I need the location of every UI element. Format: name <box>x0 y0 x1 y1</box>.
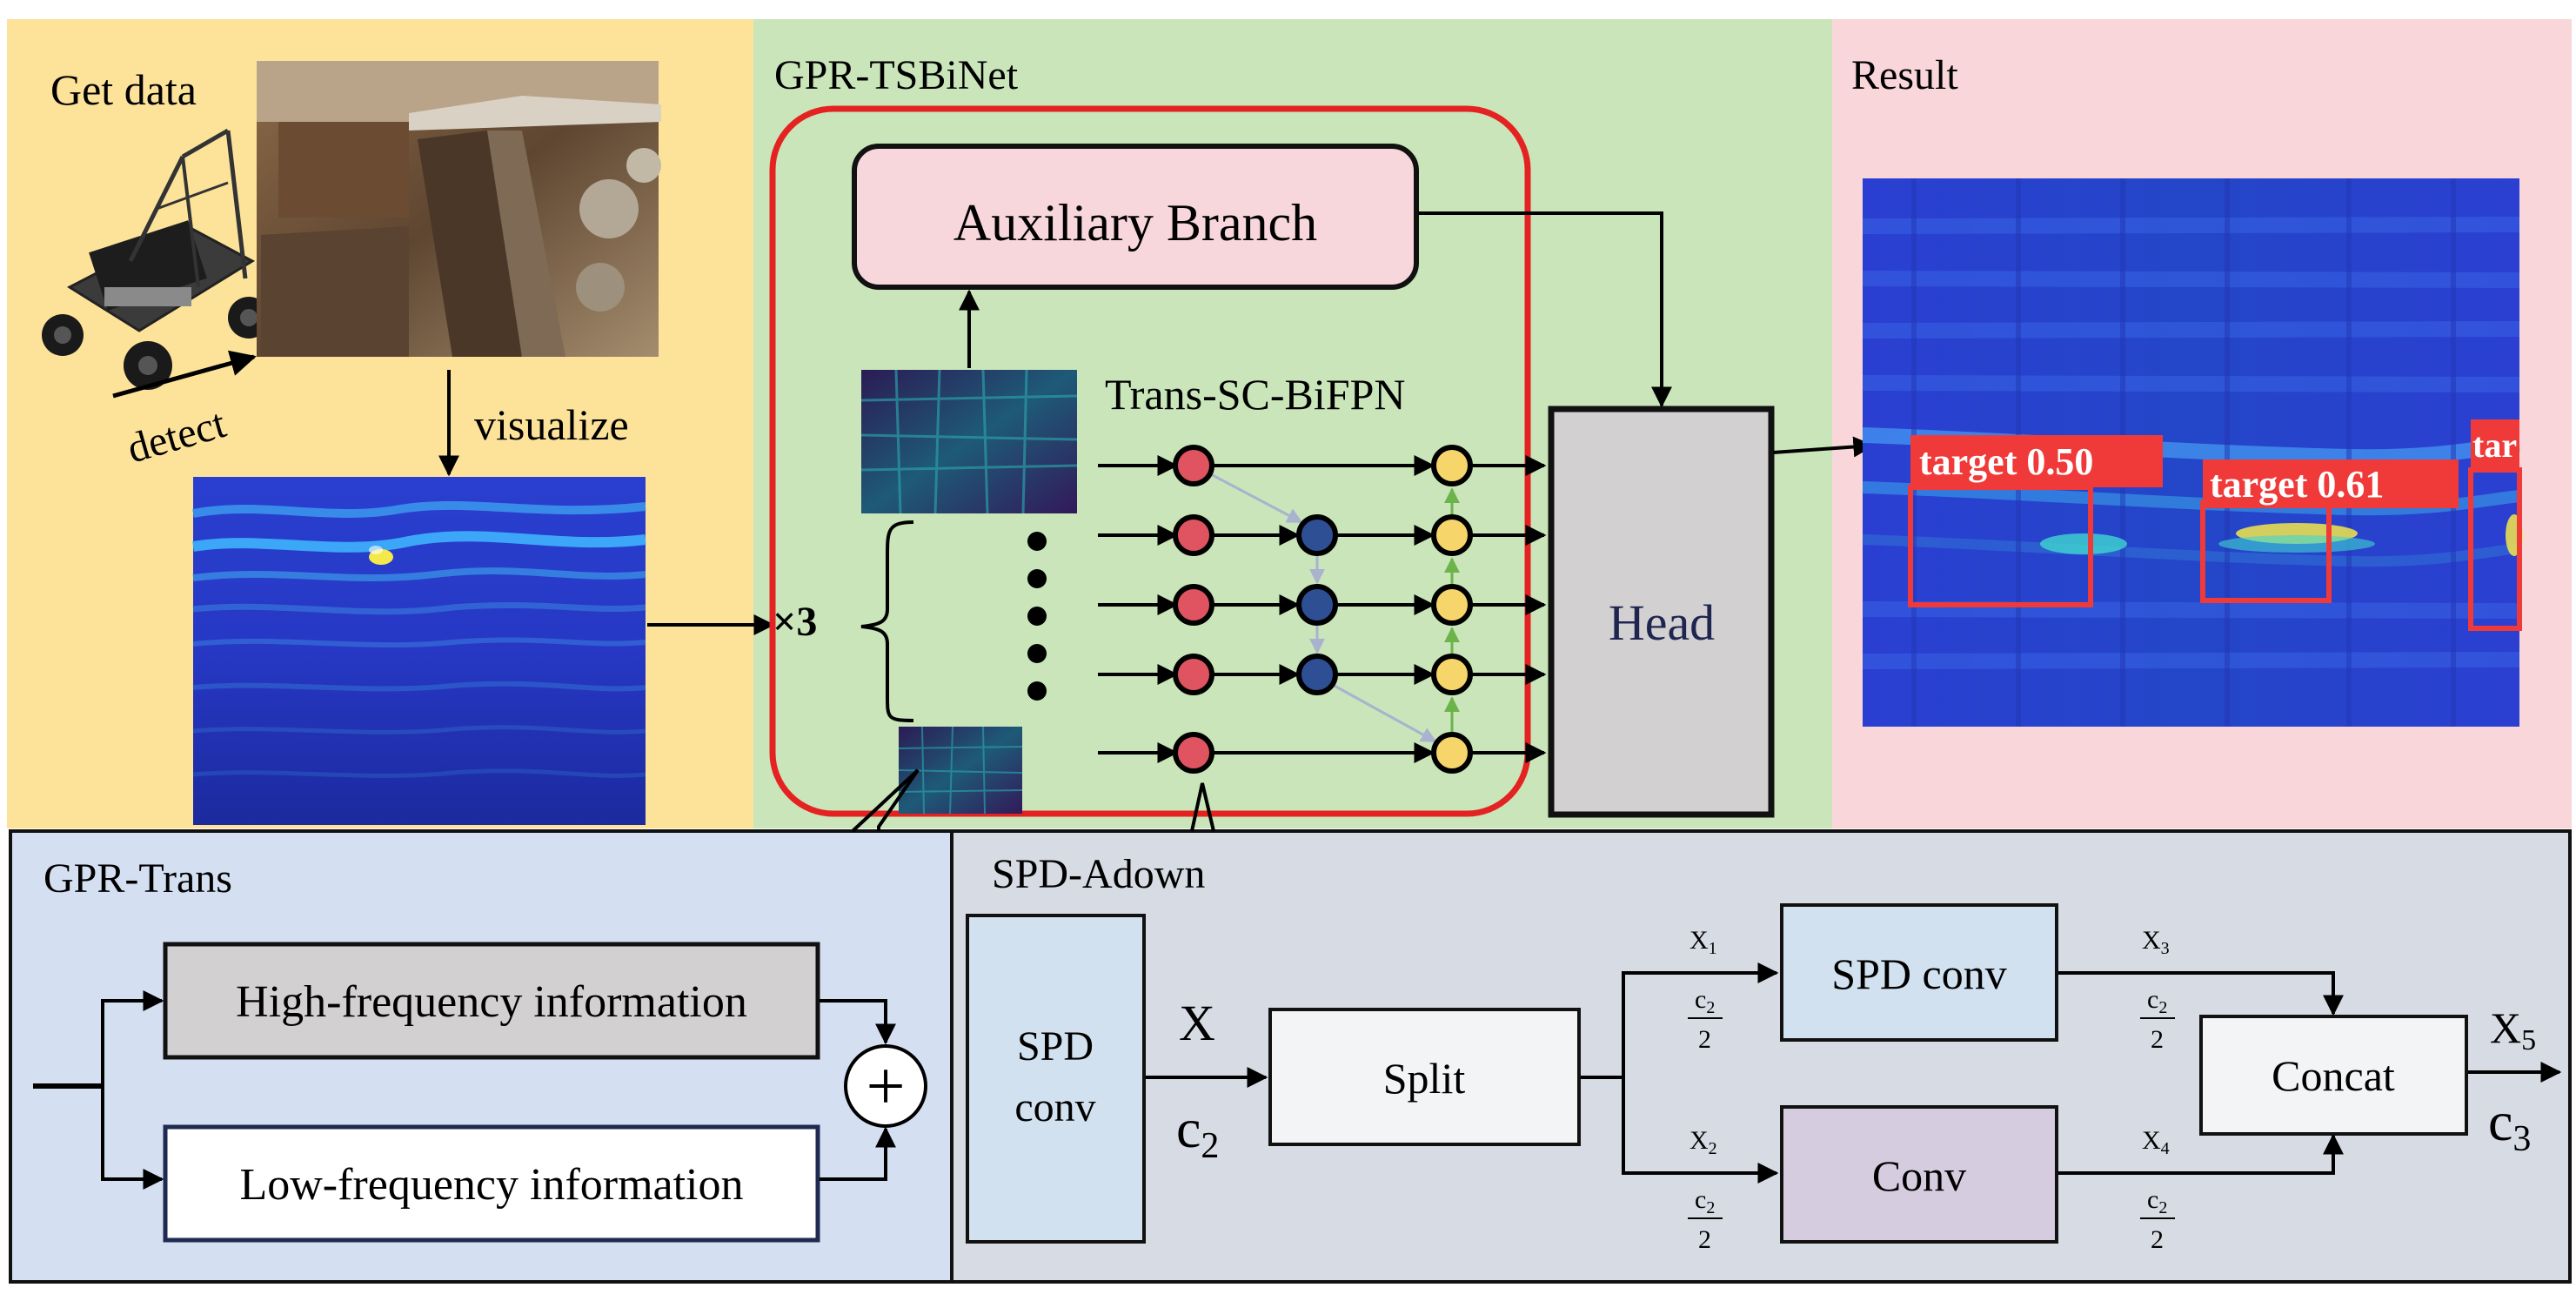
low-frequency-box <box>163 1124 820 1243</box>
sum-symbol: + <box>866 1049 905 1125</box>
fpn-label: Trans-SC-BiFPN <box>1105 370 1406 419</box>
high-frequency-label: High-frequency information <box>236 977 747 1027</box>
x2-frac-num: c2 <box>1695 1185 1715 1217</box>
x3-frac-num: c2 <box>2147 985 2167 1017</box>
split-box <box>1268 1008 1581 1146</box>
detect-arrow <box>112 350 257 399</box>
detection-label-2: target 0.61 <box>2210 463 2384 506</box>
x2-frac-den: 2 <box>1698 1225 1711 1254</box>
x1-frac-den: 2 <box>1698 1025 1711 1054</box>
callout-right <box>1190 782 1215 832</box>
gpr-trans-flow <box>33 990 896 1190</box>
x4-frac-den: 2 <box>2151 1225 2164 1254</box>
spd-conv-box <box>1780 903 2058 1042</box>
repeat-brace <box>860 520 914 722</box>
high-frequency-box <box>163 942 820 1060</box>
x2-label: X2 <box>1689 1126 1717 1158</box>
gpr-trans-title: GPR-Trans <box>43 855 232 902</box>
gpr-cart-image <box>42 128 270 390</box>
auxiliary-branch-label: Auxiliary Branch <box>953 194 1317 251</box>
conv-label: Conv <box>1872 1151 1966 1200</box>
head-to-result-arrow <box>1772 436 1875 458</box>
feature-map-top <box>860 369 1078 514</box>
spd-conv-left-line2: conv <box>1014 1084 1095 1130</box>
gpr-bscan-image <box>192 477 646 825</box>
x3-label: X3 <box>2142 926 2170 958</box>
split-branches <box>1581 962 1779 1184</box>
spd-conv-label: SPD conv <box>1831 949 2006 998</box>
detection-label-3: tar <box>2472 426 2517 465</box>
x-label: X <box>1179 995 1215 1051</box>
detection-label-1: target 0.50 <box>1919 440 2093 483</box>
aux-to-head-arrow <box>1418 211 1672 408</box>
repeat-label: ×3 <box>773 599 817 645</box>
x3-frac-den: 2 <box>2151 1025 2164 1054</box>
merge-arrows <box>2058 971 2344 1175</box>
network-title: GPR-TSBiNet <box>774 52 1019 98</box>
low-frequency-label: Low-frequency information <box>239 1160 743 1210</box>
trench-photo <box>257 61 661 357</box>
split-label: Split <box>1383 1054 1466 1103</box>
x4-label: X4 <box>2142 1126 2170 1158</box>
callout-left <box>851 768 920 833</box>
visualize-label: visualize <box>474 400 629 449</box>
x1-label: X1 <box>1689 926 1717 958</box>
conv-box <box>1780 1105 2058 1244</box>
concat-label: Concat <box>2272 1051 2395 1100</box>
spd-conv-left-box <box>966 914 1146 1244</box>
c2-label: c2 <box>1176 1097 1219 1166</box>
spd-conv-left-line1: SPD <box>1017 1023 1094 1070</box>
sum-icon <box>844 1044 927 1128</box>
detection-box-1: target 0.50 <box>1908 435 2163 607</box>
spd-adown-title: SPD-Adown <box>992 851 1205 897</box>
x4-frac-num: c2 <box>2147 1185 2167 1217</box>
bifpn-graph <box>1098 445 1547 774</box>
concat-box <box>2199 1015 2468 1136</box>
detection-box-3: tar <box>2468 419 2522 631</box>
head-box <box>1548 406 1775 818</box>
detection-box-2: target 0.61 <box>2200 459 2459 603</box>
x5-label: X5 <box>2490 1003 2536 1056</box>
get-data-label: Get data <box>50 65 197 114</box>
head-label: Head <box>1609 594 1715 651</box>
ellipsis-dots <box>1027 532 1047 701</box>
c3-label: c3 <box>2488 1090 2531 1159</box>
x1-frac-num: c2 <box>1695 985 1715 1017</box>
feature-map-bottom <box>898 726 1023 815</box>
auxiliary-branch-box <box>852 144 1419 290</box>
result-title: Result <box>1851 52 1958 98</box>
